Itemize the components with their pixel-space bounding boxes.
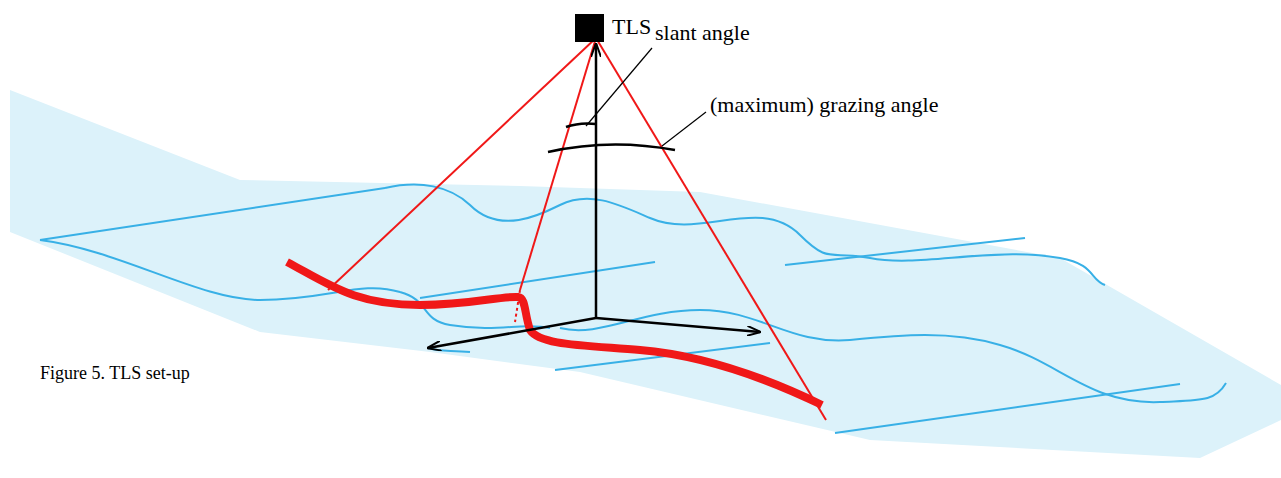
leader-line xyxy=(586,48,706,146)
scanner-symbol xyxy=(575,14,604,42)
terrain-band xyxy=(10,90,1281,458)
figure-caption: Figure 5. TLS set-up xyxy=(40,363,190,384)
scan-profile xyxy=(287,262,822,405)
angle-arc xyxy=(548,123,675,152)
coordinate-axes xyxy=(428,44,760,348)
angle-label: (maximum) grazing angle xyxy=(710,92,938,117)
river-outline xyxy=(40,185,1226,433)
angle-label: slant angle xyxy=(655,20,750,45)
device-label: TLS xyxy=(612,14,651,39)
